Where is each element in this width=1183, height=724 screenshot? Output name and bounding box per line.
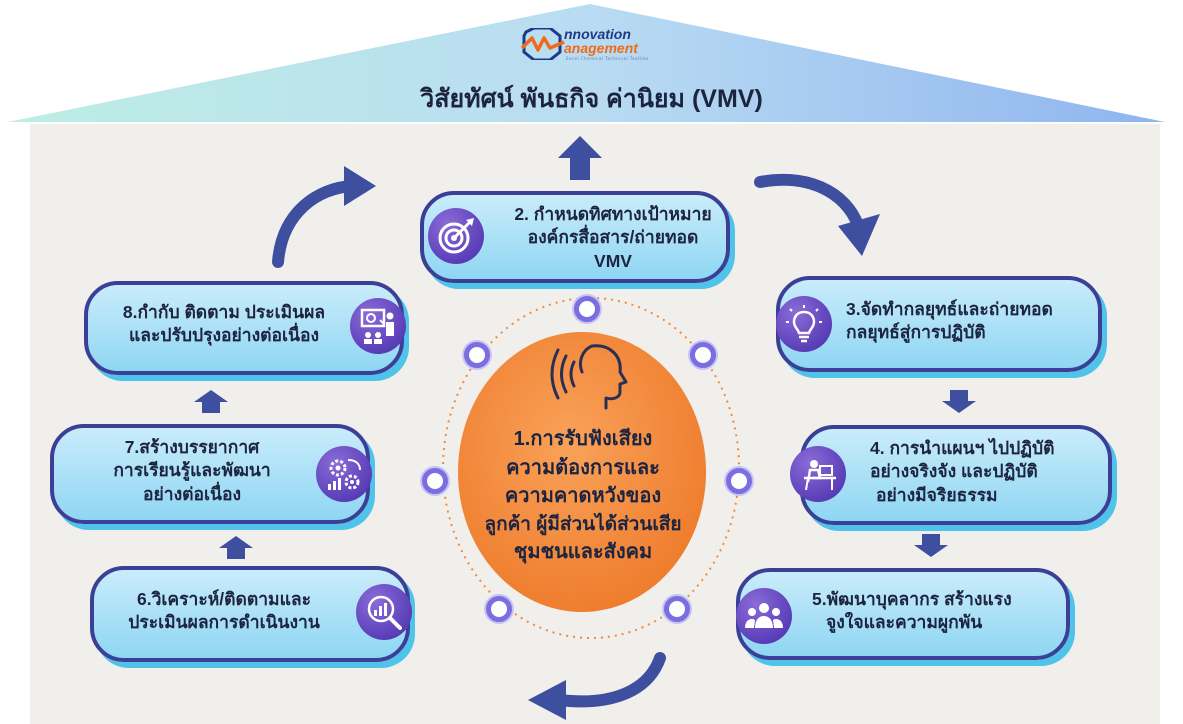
orbit-node <box>464 342 490 368</box>
center-line: ชุมชนและสังคม <box>513 540 653 563</box>
analytics-magnifier-icon <box>356 584 412 640</box>
logo-text-innovation: nnovation <box>564 26 631 42</box>
step-line: 6.วิเคราะห์/ติดตามและ <box>137 589 311 609</box>
center-line: ลูกค้า ผู้มีส่วนได้ส่วนเสีย <box>484 513 682 535</box>
step-line: อย่างต่อเนื่อง <box>142 483 241 504</box>
step-3-card: 3.จัดทำกลยุทธ์และถ่ายทอด กลยุทธ์สู่การปฏ… <box>776 276 1102 372</box>
step-8-card: 8.กำกับ ติดตาม ประเมินผล และปรับปรุงอย่า… <box>84 281 404 375</box>
step-7-text: 7.สร้างบรรยากาศ การเรียนรู้และพัฒนา อย่า… <box>82 436 302 506</box>
center-step-1: 1.การรับฟังเสียง ความต้องการและ ความคาดห… <box>470 425 696 567</box>
step-line: 4. การนำแผนฯ ไปปฏิบัติ <box>870 438 1055 458</box>
center-circle <box>458 332 706 612</box>
up-arrow-top <box>558 136 602 180</box>
up-arrow-7-8 <box>194 390 228 413</box>
curved-arrow-top-left <box>272 180 358 268</box>
step-6-text: 6.วิเคราะห์/ติดตามและ ประเมินผลการดำเนิน… <box>106 588 342 635</box>
down-arrow-4-5 <box>914 534 948 557</box>
step-line: 7.สร้างบรรยากาศ <box>124 437 260 457</box>
logo-text-management: anagement <box>564 40 638 56</box>
center-line: ความคาดหวังของ <box>504 485 662 508</box>
orbit-node <box>690 342 716 368</box>
step-line: VMV <box>594 250 632 271</box>
step-line: ประเมินผลการดำเนินงาน <box>128 612 320 633</box>
step-line: การเรียนรู้และพัฒนา <box>113 460 271 481</box>
step-line: อย่างจริงจัง และปฏิบัติ <box>870 461 1038 482</box>
orbit-node <box>486 596 512 622</box>
step-line: 3.จัดทำกลยุทธ์และถ่ายทอด <box>846 299 1053 319</box>
step-2-text: 2. กำหนดทิศทางเป้าหมาย องค์กรสื่อสาร/ถ่า… <box>500 203 726 273</box>
lightbulb-icon <box>776 296 832 352</box>
target-icon <box>428 208 484 264</box>
step-line: 2. กำหนดทิศทางเป้าหมาย <box>514 204 712 224</box>
step-5-text: 5.พัฒนาบุคลากร สร้างแรง จูงใจและความผูกพ… <box>812 588 1068 635</box>
logo-mark-icon <box>520 28 565 60</box>
step-line: องค์กรสื่อสาร/ถ่ายทอด <box>527 227 699 248</box>
speaking-head-icon <box>550 344 628 410</box>
step-line: 8.กำกับ ติดตาม ประเมินผล <box>122 302 326 322</box>
page-title: วิสัยทัศน์ พันธกิจ ค่านิยม (VMV) <box>420 85 763 113</box>
step-line: อย่างมีจริยธรรม <box>876 484 998 505</box>
presentation-board-icon <box>350 298 406 354</box>
gears-growth-icon <box>316 446 372 502</box>
center-line: ความต้องการและ <box>506 456 660 479</box>
up-arrow-6-7 <box>219 536 253 559</box>
step-5-card: 5.พัฒนาบุคลากร สร้างแรง จูงใจและความผูกพ… <box>736 568 1070 660</box>
orbit-node <box>574 296 600 322</box>
step-line: จูงใจและความผูกพัน <box>826 612 983 633</box>
curved-arrow-bottom-head <box>528 680 566 720</box>
orbit-node <box>726 468 752 494</box>
step-line: และปรับปรุงอย่างต่อเนื่อง <box>128 325 320 346</box>
curved-arrow-top-left-head <box>344 166 376 206</box>
step-line: กลยุทธ์สู่การปฏิบัติ <box>846 322 986 343</box>
innovation-management-logo: nnovation anagement Excel Chemical Techn… <box>520 24 660 64</box>
logo-tagline: Excel Chemical Technical Textiles <box>566 56 649 61</box>
desk-worker-icon <box>790 446 846 502</box>
step-8-text: 8.กำกับ ติดตาม ประเมินผล และปรับปรุงอย่า… <box>102 301 346 348</box>
orbit-node <box>664 596 690 622</box>
orbit-node <box>422 468 448 494</box>
step-4-card: 4. การนำแผนฯ ไปปฏิบัติ อย่างจริงจัง และป… <box>800 425 1112 525</box>
step-3-text: 3.จัดทำกลยุทธ์และถ่ายทอด กลยุทธ์สู่การปฏ… <box>846 298 1096 345</box>
curved-arrow-top-right-head <box>838 214 880 256</box>
step-4-text: 4. การนำแผนฯ ไปปฏิบัติ อย่างจริงจัง และป… <box>870 437 1110 507</box>
people-group-icon <box>736 588 792 644</box>
down-arrow-3-4 <box>942 390 976 413</box>
roof-triangle <box>8 4 1165 122</box>
curved-arrow-bottom <box>554 652 666 708</box>
center-line: 1.การรับฟังเสียง <box>513 428 653 450</box>
step-line: 5.พัฒนาบุคลากร สร้างแรง <box>812 589 1012 609</box>
